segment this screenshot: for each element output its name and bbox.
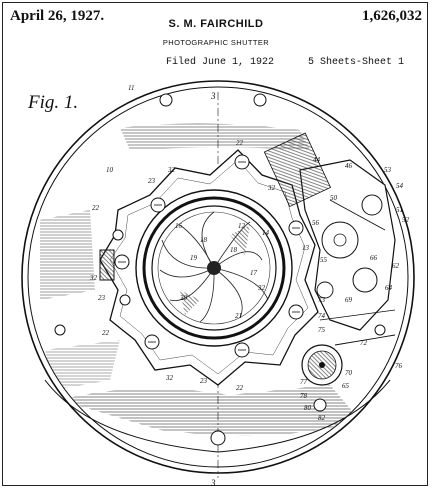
reference-numeral: 53	[384, 166, 392, 174]
sheet-count: 5 Sheets-Sheet 1	[307, 57, 404, 68]
reference-numeral: 21	[235, 312, 242, 320]
reference-numeral: 32	[165, 374, 174, 382]
reference-numeral: 32	[267, 184, 276, 192]
reference-numeral: 65	[342, 382, 350, 390]
reference-numeral: 51	[396, 206, 403, 214]
reference-numeral: 22	[236, 384, 244, 392]
reference-numeral: 13	[302, 244, 310, 252]
reference-numeral: 77	[300, 378, 308, 386]
reference-numeral: 22	[236, 139, 244, 147]
reference-numeral: 76	[395, 362, 403, 370]
right-mechanism	[263, 132, 396, 331]
reference-numeral: 18	[230, 246, 238, 254]
section-mark-top: 3	[210, 91, 216, 101]
reference-numeral: 23	[200, 377, 208, 385]
inventor-name: S. M. FAIRCHILD	[168, 18, 264, 30]
reference-numeral: 12	[238, 222, 246, 230]
reference-numeral: 32	[167, 166, 176, 174]
speed-dial	[301, 334, 396, 412]
reference-numeral: 52	[402, 216, 410, 224]
reference-numeral: 32	[89, 274, 98, 282]
reference-numeral: 78	[300, 392, 308, 400]
reference-numeral: 14	[262, 229, 270, 237]
reference-numeral: 46	[345, 162, 353, 170]
reference-numeral: 18	[200, 236, 208, 244]
figure-label: Fig. 1.	[28, 92, 79, 113]
filing-date: Filed June 1, 1922	[166, 57, 275, 68]
lens-shading-2	[180, 290, 200, 315]
reference-numeral: 19	[190, 254, 198, 262]
patent-number: 1,626,032	[362, 8, 422, 24]
reference-numeral: 22	[92, 204, 100, 212]
reference-numeral: 23	[98, 294, 106, 302]
reference-numeral: 56	[312, 219, 320, 227]
reference-numeral: 73	[318, 296, 326, 304]
reference-numeral: 75	[318, 326, 326, 334]
reference-numeral: 64	[385, 284, 393, 292]
reference-numeral: 22	[102, 329, 110, 337]
reference-numeral: 44	[313, 156, 321, 164]
pivot-crosses	[118, 161, 300, 351]
blade-hub	[207, 261, 221, 275]
reference-numeral: 55	[320, 256, 328, 264]
reference-numeral: 50	[330, 194, 338, 202]
patent-date: April 26, 1927.	[10, 8, 105, 24]
reference-numeral: 69	[345, 296, 353, 304]
left-mechanism	[99, 229, 131, 306]
reference-numeral: 80	[304, 404, 312, 412]
reference-numeral: 17	[250, 269, 258, 277]
reference-numeral: 72	[360, 339, 368, 347]
reference-numeral: 66	[370, 254, 378, 262]
lens-shading	[230, 225, 250, 255]
patent-title: PHOTOGRAPHIC SHUTTER	[162, 38, 270, 47]
reference-numeral: 62	[392, 262, 400, 270]
reference-numeral: 11	[128, 84, 134, 92]
reference-numeral: 74	[318, 312, 326, 320]
reference-numeral: 82	[318, 414, 326, 422]
reference-numeral: 16	[175, 222, 183, 230]
reference-numerals: 11 10 22 23 32 22 32 18 18 19 23 32 22 3…	[89, 84, 410, 422]
reference-numeral: 10	[106, 166, 114, 174]
shading-bands	[40, 123, 360, 436]
drawing-border	[2, 2, 428, 486]
section-mark-bottom: 3	[210, 478, 216, 488]
reference-numeral: 23	[148, 177, 156, 185]
reference-numeral: 32	[257, 284, 266, 292]
reference-numeral: 54	[396, 182, 404, 190]
rim-screws	[54, 93, 386, 446]
reference-numeral: 70	[345, 369, 353, 377]
reference-numeral: 20	[180, 294, 188, 302]
